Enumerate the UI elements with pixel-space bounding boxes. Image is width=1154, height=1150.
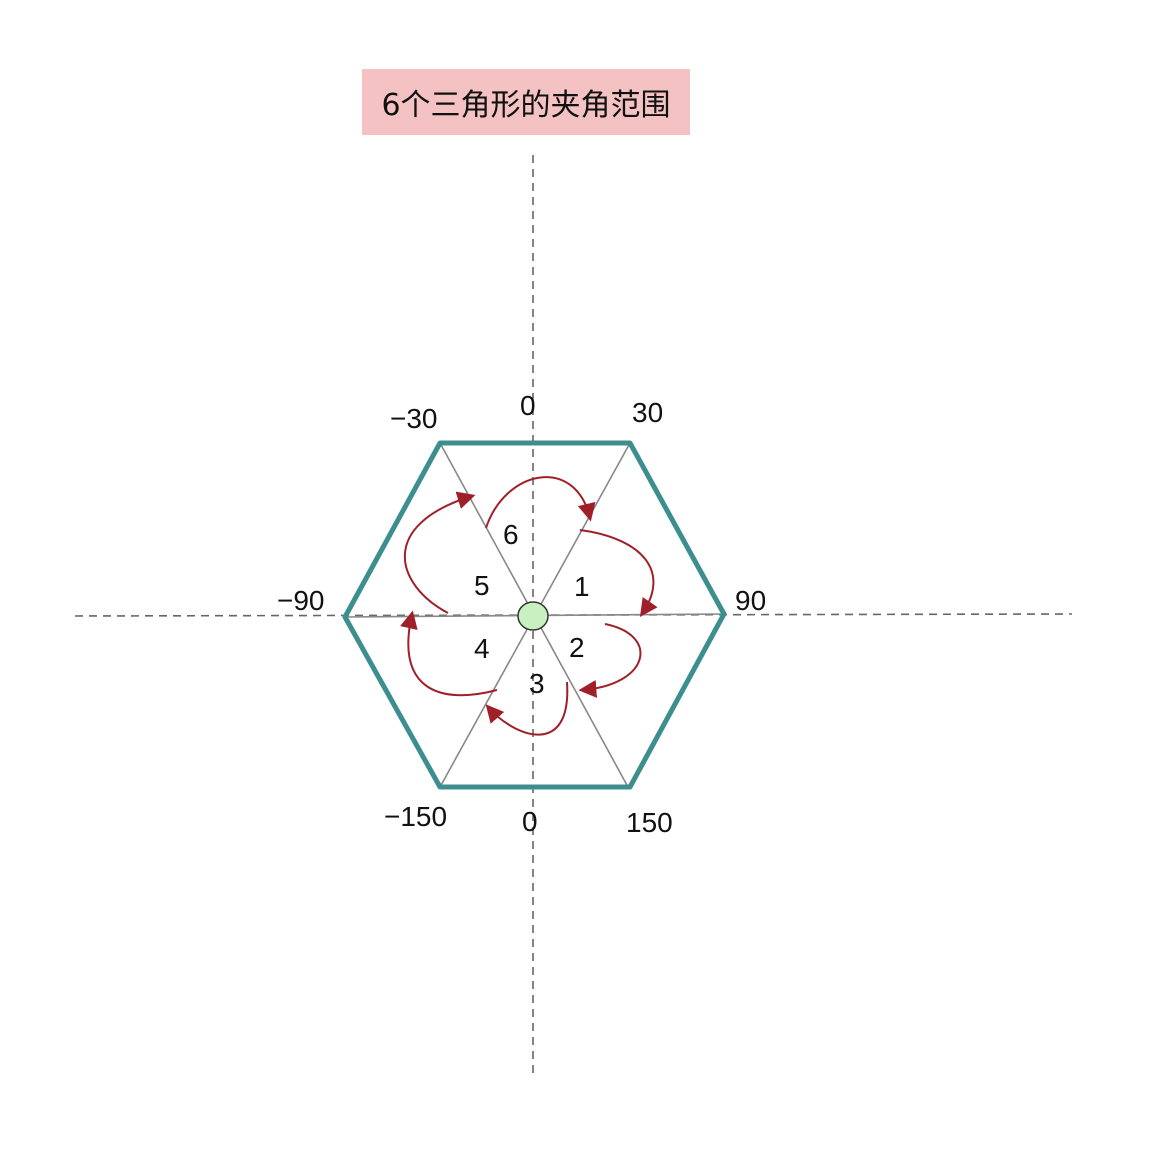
- arrow-4-to-5: [400, 610, 498, 697]
- hexagon-outline: [342, 440, 727, 790]
- triangle-label-4: 4: [474, 633, 490, 664]
- triangle-label-6: 6: [503, 519, 519, 550]
- rotation-arrows: [400, 476, 658, 736]
- horizontal-axis: [74, 613, 1073, 617]
- arrow-3-to-4: [485, 681, 569, 736]
- arrow-6-to-1: [485, 476, 596, 529]
- angle-label-bottom-center: 0: [522, 806, 538, 837]
- angle-label-top-left: −30: [390, 403, 438, 434]
- center-point: [517, 601, 549, 631]
- angle-label-left: −90: [277, 585, 325, 616]
- triangle-label-2: 2: [569, 632, 585, 663]
- triangle-label-1: 1: [574, 571, 590, 602]
- arrow-2-to-3: [578, 623, 642, 698]
- arrow-5-to-6: [403, 491, 476, 614]
- triangle-label-3: 3: [529, 668, 545, 699]
- arrow-1-to-2: [579, 529, 658, 617]
- angle-label-top-right: 30: [632, 397, 663, 428]
- triangle-label-5: 5: [474, 570, 490, 601]
- angle-label-bottom-right: 150: [626, 807, 673, 838]
- triangle-labels: 1 2 3 4 5 6: [474, 519, 590, 699]
- angle-label-top-center: 0: [520, 390, 536, 421]
- diagram-title: 6个三角形的夹角范围: [362, 69, 690, 135]
- angle-labels: 0 30 −30 90 −90 150 −150 0: [277, 390, 766, 838]
- angle-label-bottom-left: −150: [384, 801, 447, 832]
- angle-label-right: 90: [735, 585, 766, 616]
